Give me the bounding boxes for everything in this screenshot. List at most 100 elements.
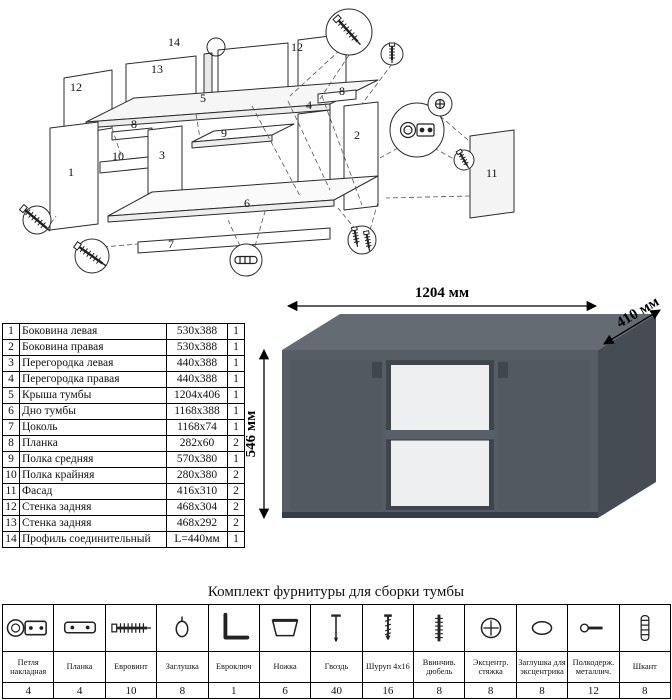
assembled-cabinet-view: 1204 мм 410 мм 546 мм xyxy=(243,284,670,570)
part-name: Стенка задняя xyxy=(19,515,167,532)
hardware-item-qty: 16 xyxy=(362,683,415,699)
bottom-panel-edge xyxy=(107,199,335,223)
part-number: 11 xyxy=(2,483,20,500)
part-name: Фасад xyxy=(19,483,167,500)
shelf-10 xyxy=(99,156,149,174)
part-name: Дно тумбы xyxy=(19,403,167,420)
hardware-icon-cell xyxy=(157,605,209,652)
dowel-screw-icon xyxy=(416,607,462,649)
width-dim-label: 1204 мм xyxy=(415,285,469,301)
part-name: Планка xyxy=(19,435,167,452)
part-qty: 1 xyxy=(227,387,245,404)
part-qty: 2 xyxy=(227,467,245,484)
part-qty: 2 xyxy=(227,499,245,516)
hardware-icon-cell xyxy=(105,605,158,652)
parts-table-row: 10 Полка крайняя 280x380 2 xyxy=(2,467,245,484)
part-name: Перегородка левая xyxy=(19,355,167,372)
hardware-item-name: Полкодерж. металлич. xyxy=(568,652,620,683)
part-size: L=440мм xyxy=(166,531,228,548)
cabinet-right-face xyxy=(598,314,656,518)
hardware-kit-table: Петля накладная Планка Евровинт Заглушка… xyxy=(2,604,671,699)
hardware-icon-cell xyxy=(362,605,415,652)
part-size: 440x388 xyxy=(166,355,228,372)
parts-table-row: 9 Полка средняя 570x380 1 xyxy=(2,451,245,468)
assembly-guide-lines xyxy=(45,49,471,248)
hardware-item-name: Шуруп 4x16 xyxy=(362,652,415,683)
part-qty: 1 xyxy=(227,403,245,420)
screw-icon xyxy=(365,607,411,649)
part-number: 1 xyxy=(2,323,20,340)
hardware-item-name: Заглушка для эксцентрика xyxy=(516,652,569,683)
hardware-item-qty: 8 xyxy=(157,683,209,699)
leg-icon xyxy=(262,607,308,649)
hinge-icon xyxy=(5,607,51,649)
depth-dim-arrow xyxy=(603,309,661,345)
parts-table-row: 3 Перегородка левая 440x388 1 xyxy=(2,355,245,372)
fastener-sketches xyxy=(18,13,472,270)
left-door-handle-groove xyxy=(372,362,382,378)
shelf-pin-icon xyxy=(570,607,616,649)
hardware-icon-cell xyxy=(619,605,671,652)
cabinet-top-face xyxy=(282,314,656,350)
part-number: 10 xyxy=(2,467,20,484)
hardware-item-name: Ножка xyxy=(259,652,312,683)
part-name: Цоколь xyxy=(19,419,167,436)
part-qty: 2 xyxy=(227,515,245,532)
profile-detail-circle xyxy=(206,37,226,57)
cam-cap-icon xyxy=(519,607,565,649)
right-side-2 xyxy=(343,101,379,211)
part-size: 1204x406 xyxy=(166,387,228,404)
part-size: 468x292 xyxy=(166,515,228,532)
part-qty: 1 xyxy=(227,419,245,436)
part-qty: 1 xyxy=(227,323,245,340)
hardware-item-qty: 40 xyxy=(311,683,363,699)
part-callout: 10 xyxy=(112,149,124,163)
parts-table-body: 1 Боковина левая 530x388 1 2 Боковина пр… xyxy=(2,323,245,548)
left-door xyxy=(290,360,382,510)
right-door-handle-groove xyxy=(498,362,508,378)
part-callout: 4 xyxy=(306,98,312,112)
hardware-item-qty: 8 xyxy=(465,683,517,699)
exploded-diagram-drawing xyxy=(18,8,515,277)
part-callout: 14 xyxy=(168,35,180,49)
part-callout: 7 xyxy=(168,237,174,251)
confirmat-icon xyxy=(108,607,154,649)
part-qty: 2 xyxy=(227,435,245,452)
part-size: 530x388 xyxy=(166,323,228,340)
part-size: 530x388 xyxy=(166,339,228,356)
part-qty: 1 xyxy=(227,371,245,388)
hardware-icon-cell xyxy=(465,605,517,652)
part-size: 570x380 xyxy=(166,451,228,468)
part-callout: 5 xyxy=(200,91,206,105)
parts-table-row: 1 Боковина левая 530x388 1 xyxy=(2,323,245,340)
part-callout: 3 xyxy=(159,148,165,162)
cap-icon xyxy=(159,607,205,649)
hardware-item-qty: 6 xyxy=(259,683,312,699)
part-callout: 2 xyxy=(354,128,360,142)
hardware-icon-cell xyxy=(208,605,260,652)
cabinet-drawing: 1204 мм 410 мм 546 мм xyxy=(243,285,662,520)
planka-8-top xyxy=(317,89,357,104)
part-number: 5 xyxy=(2,387,20,404)
nail-icon xyxy=(313,607,359,649)
hardware-item-qty: 4 xyxy=(54,683,106,699)
hardware-item-qty: 1 xyxy=(208,683,260,699)
parts-table-row: 8 Планка 282x60 2 xyxy=(2,435,245,452)
part-name: Полка средняя xyxy=(19,451,167,468)
middle-shelf xyxy=(386,430,494,440)
part-size: 440x388 xyxy=(166,371,228,388)
hardware-icon-cell xyxy=(516,605,569,652)
part-size: 280x380 xyxy=(166,467,228,484)
hardware-names-row: Петля накладная Планка Евровинт Заглушка… xyxy=(3,652,671,683)
parts-table-row: 6 Дно тумбы 1168x388 1 xyxy=(2,403,245,420)
part-callout: 8 xyxy=(339,84,345,98)
part-callout: 8 xyxy=(131,117,137,131)
part-number: 7 xyxy=(2,419,20,436)
part-name: Профиль соединительный xyxy=(19,531,167,548)
hardware-item-qty: 8 xyxy=(414,683,466,699)
parts-table-row: 5 Крыша тумбы 1204x406 1 xyxy=(2,387,245,404)
hexkey-icon xyxy=(211,607,257,649)
part-number: 13 xyxy=(2,515,20,532)
part-name: Перегородка правая xyxy=(19,371,167,388)
hardware-item-qty: 12 xyxy=(568,683,620,699)
